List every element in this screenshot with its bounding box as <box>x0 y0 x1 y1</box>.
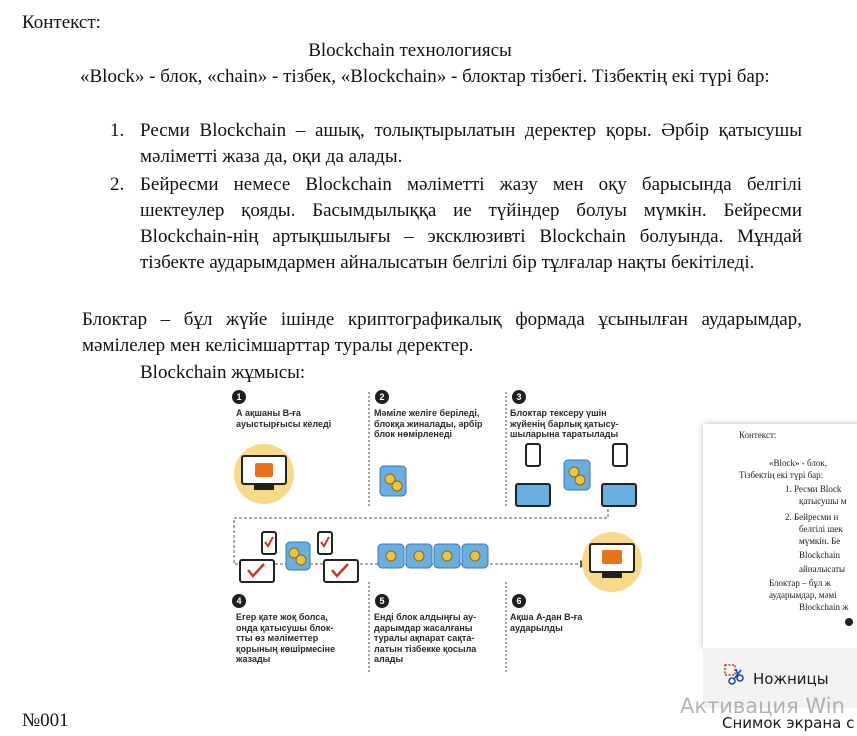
phone-icon <box>525 443 541 467</box>
screenshot-caption: Снимок экрана с <box>722 714 855 732</box>
step-caption: Енді блок алдыңғы ау- дарымдар жасалғаны… <box>374 612 477 664</box>
list-item-number: 1. <box>110 120 125 141</box>
step-caption: Егер қате жоқ болса, онда қатысушы блок-… <box>236 612 336 664</box>
snip-preview-line: мүмкін. Бе <box>799 536 841 546</box>
snip-preview-line: 1. Ресми Block <box>785 484 842 494</box>
blockchain-infographic: 1 А ақшаны В-ға ауыстырғысы келеді 2 Мәм… <box>228 386 648 678</box>
step-number-badge: 6 <box>512 594 526 608</box>
list-item-number: 2. <box>110 174 125 195</box>
snip-preview-line: «Block» - блок, <box>769 458 827 468</box>
wallet-icon <box>255 463 273 477</box>
scissors-icon <box>724 664 744 685</box>
step-number-badge: 4 <box>232 594 246 608</box>
list-item-text: Ресми Blockchain – ашық, толықтырылатын … <box>140 120 802 167</box>
snip-preview-line: 2. Бейресми н <box>785 512 839 522</box>
windows-activation-watermark: Активация Win <box>680 694 845 718</box>
snipping-tool-label: Ножницы <box>753 670 829 688</box>
step-number-badge: 3 <box>512 390 526 404</box>
phone-icon <box>612 443 628 467</box>
mini-step-badge <box>845 618 853 626</box>
snip-preview-line: Блоктар – бұл ж <box>769 578 831 588</box>
snipping-tool-menu-item[interactable]: Ножницы <box>703 648 857 708</box>
snip-preview-line: Контекст: <box>739 430 777 440</box>
list-item-text: Бейресми немесе Blockchain мәліметті жаз… <box>140 174 802 273</box>
wallet-icon <box>602 550 622 564</box>
work-label: Blockchain жұмысы: <box>140 362 306 383</box>
snip-preview-line: белгілі шек <box>799 524 843 534</box>
check-icon <box>320 536 330 548</box>
infographic-artwork <box>233 392 642 674</box>
snip-preview-line: айналысаты <box>799 564 846 574</box>
monitor-icon <box>601 483 637 507</box>
monitor-icon <box>515 483 551 507</box>
snip-preview-line: Тізбектің екі түрі бар: <box>739 470 824 480</box>
step-caption: А ақшаны В-ға ауыстырғысы келеді <box>236 408 332 429</box>
context-label: Контекст: <box>22 12 101 33</box>
check-icon <box>247 563 265 578</box>
step-number-badge: 1 <box>232 390 246 404</box>
snip-preview-line: Blockchain ж <box>799 602 849 612</box>
step-caption: Ақша А-дан В-ға аударылды <box>510 612 583 633</box>
flow-path <box>233 504 609 565</box>
snip-preview-panel[interactable]: Контекст: «Block» - блок, Тізбектің екі … <box>703 424 857 648</box>
step-caption: Мәміле желіге беріледі, блокқа жиналады,… <box>374 408 483 439</box>
step-number-badge: 5 <box>375 594 389 608</box>
check-icon <box>264 536 274 548</box>
intro-paragraph: «Block» - блок, «chain» - тізбек, «Block… <box>80 66 770 87</box>
snip-preview-line: қатысушы м <box>799 496 847 506</box>
step-number-badge: 2 <box>375 390 389 404</box>
check-icon <box>331 563 349 578</box>
document-title: Blockchain технологиясы <box>308 40 512 61</box>
document-number: №001 <box>22 710 69 731</box>
snip-preview-line: аударымдар, мәмі <box>769 590 837 600</box>
blocks-paragraph: Блоктар – бұл жүйе ішінде криптографикал… <box>82 309 802 356</box>
snip-preview-line: Blockchain <box>799 550 840 560</box>
step-caption: Блоктар тексеру үшін жүйенің барлық қаты… <box>510 408 619 439</box>
